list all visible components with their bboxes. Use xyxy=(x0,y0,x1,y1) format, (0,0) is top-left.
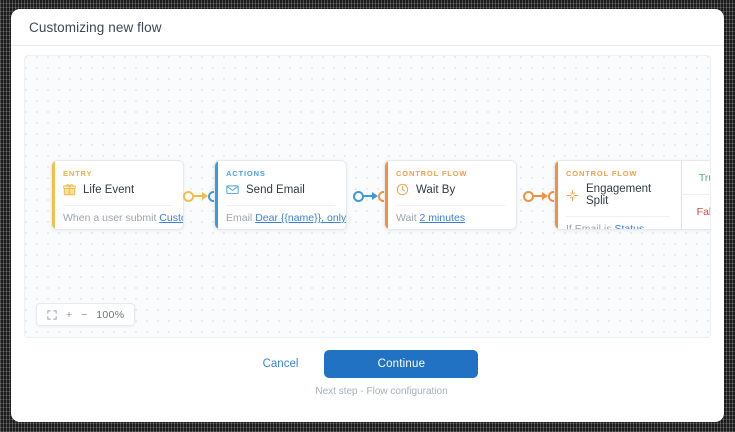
node-title: Life Event xyxy=(83,183,135,196)
node-footer: Email Dear {{name}}, only f... xyxy=(215,206,346,229)
node-title-row: Life Event xyxy=(63,183,172,206)
flow-diagram: ENTRY Life Eve xyxy=(25,56,710,337)
page-title: Customizing new flow xyxy=(29,19,162,35)
flow-node-engagement-split[interactable]: CONTROL FLOW Engagement Split xyxy=(554,160,682,230)
node-footer-prefix: Wait xyxy=(396,212,417,224)
node-kicker: ENTRY xyxy=(63,169,93,178)
node-title-row: Send Email xyxy=(226,183,335,206)
node-accent-bar xyxy=(52,161,55,229)
split-branch-panel: True False xyxy=(682,160,710,230)
flow-canvas[interactable]: ENTRY Life Eve xyxy=(24,55,711,338)
next-step-note: Next step - Flow configuration xyxy=(315,386,448,397)
connector-wire xyxy=(364,195,373,197)
dialog-footer: Cancel Continue Next step - Flow configu… xyxy=(11,336,724,422)
connector-arrow-icon xyxy=(372,192,378,200)
branch-label-true: True xyxy=(698,171,710,184)
split-icon xyxy=(566,189,579,202)
connector-arrow-icon xyxy=(542,192,548,200)
node-accent-bar xyxy=(555,161,558,229)
clock-icon xyxy=(396,183,409,196)
node-title: Engagement Split xyxy=(586,183,652,207)
node-body: ENTRY Life Eve xyxy=(52,161,183,206)
zoom-control: + − 100% xyxy=(36,303,136,326)
output-port-orange[interactable] xyxy=(523,190,534,202)
node-accent-bar xyxy=(385,161,388,229)
dialog-header: Customizing new flow xyxy=(11,9,724,46)
node-footer: Wait 2 minutes xyxy=(385,206,516,229)
node-body: ACTIONS Send Email xyxy=(215,161,346,206)
node-kicker: CONTROL FLOW xyxy=(566,169,638,178)
fit-screen-icon[interactable] xyxy=(47,309,57,320)
node-footer-link[interactable]: Custo... xyxy=(159,212,183,224)
cancel-button[interactable]: Cancel xyxy=(257,354,305,374)
branch-row-false[interactable]: False xyxy=(682,195,710,229)
node-kicker: ACTIONS xyxy=(226,169,266,178)
node-title: Wait By xyxy=(416,183,456,196)
branch-label-false: False xyxy=(696,206,710,218)
zoom-out-button[interactable]: − xyxy=(81,308,88,321)
node-footer-link[interactable]: Status xyxy=(614,223,645,230)
node-body: CONTROL FLOW Wait By xyxy=(385,161,516,206)
node-title: Send Email xyxy=(246,183,305,196)
connector-arrow-icon xyxy=(202,192,208,200)
node-body: CONTROL FLOW Engagement Split xyxy=(555,161,681,217)
zoom-level-label: 100% xyxy=(96,308,125,321)
node-footer: If Email is Status xyxy=(555,217,681,230)
flow-node-life-event[interactable]: ENTRY Life Eve xyxy=(51,160,184,230)
node-accent-bar xyxy=(215,161,218,229)
continue-button[interactable]: Continue xyxy=(324,350,479,378)
zoom-in-button[interactable]: + xyxy=(66,308,73,321)
node-kicker: CONTROL FLOW xyxy=(396,169,468,178)
connector-wire xyxy=(194,195,203,197)
branch-row-true[interactable]: True xyxy=(682,161,710,195)
node-title-row: Engagement Split xyxy=(566,183,670,217)
flow-node-send-email[interactable]: ACTIONS Send Email Email xyxy=(214,160,347,230)
output-port-blue[interactable] xyxy=(353,190,364,202)
connector-wire xyxy=(534,195,543,197)
footer-actions: Cancel Continue xyxy=(257,350,479,378)
node-footer-link[interactable]: 2 minutes xyxy=(419,212,466,224)
node-footer-prefix: If Email is xyxy=(566,223,612,230)
node-footer-link[interactable]: Dear {{name}}, only f... xyxy=(255,212,346,224)
node-footer-prefix: Email xyxy=(226,212,253,224)
node-title-row: Wait By xyxy=(396,183,505,206)
envelope-icon xyxy=(226,183,239,196)
flow-node-wait-by[interactable]: CONTROL FLOW Wait By Wai xyxy=(384,160,517,230)
customizing-flow-dialog: Customizing new flow ENTRY xyxy=(11,9,724,422)
node-footer: When a user submit Custo... xyxy=(52,206,183,229)
output-port-yellow[interactable] xyxy=(183,190,194,202)
gift-icon xyxy=(63,183,76,196)
node-footer-prefix: When a user submit xyxy=(63,212,157,224)
